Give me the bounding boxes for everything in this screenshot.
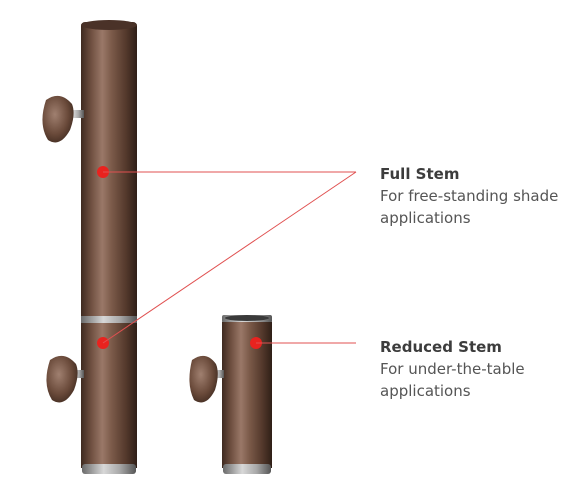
full-stem-upper-tube [81, 22, 137, 320]
reduced-stem-tube [222, 322, 272, 468]
leader-line-full-lower [102, 171, 357, 344]
callout-reduced-stem: Reduced Stem For under-the-table applica… [380, 336, 570, 402]
reduced-stem-knob [189, 355, 224, 403]
callout-full-stem: Full Stem For free-standing shade applic… [380, 163, 570, 229]
full-stem-lower-tube [81, 323, 137, 468]
reduced-stem-top-opening [225, 315, 269, 321]
callout-full-stem-description: For free-standing shade applications [380, 187, 559, 227]
reduced-stem-bottom-ring [223, 464, 271, 474]
full-stem [42, 20, 137, 474]
callout-full-stem-title: Full Stem [380, 165, 460, 183]
full-stem-upper-knob [42, 95, 84, 143]
callout-reduced-stem-title: Reduced Stem [380, 338, 502, 356]
reduced-stem [189, 315, 272, 474]
callout-reduced-stem-description: For under-the-table applications [380, 360, 525, 400]
full-stem-bottom-ring [82, 464, 136, 474]
leader-lines [102, 171, 357, 344]
full-stem-joint-ring [81, 316, 137, 323]
full-stem-top-cap [81, 20, 137, 30]
full-stem-lower-knob [46, 355, 84, 403]
